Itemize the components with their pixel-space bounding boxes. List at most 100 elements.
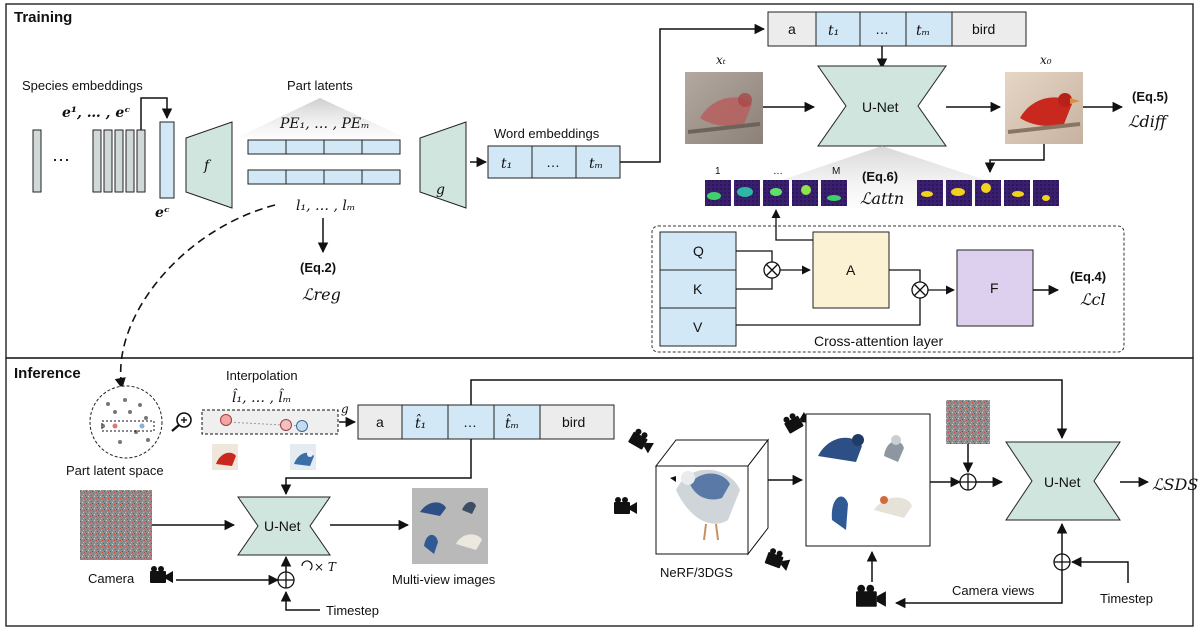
species-embeddings-label: Species embeddings xyxy=(22,78,143,93)
inf-token-bird: bird xyxy=(562,414,585,430)
a-branch-line xyxy=(775,232,813,241)
circle-times-icon xyxy=(763,261,781,279)
x0-label: x₀ xyxy=(1040,53,1052,67)
species-selected-label: eᶜ xyxy=(155,205,170,221)
camera-label: Camera xyxy=(88,571,135,586)
cross-attention-frame xyxy=(651,225,1125,353)
cross-attention-label: Cross-attention layer xyxy=(814,333,944,349)
camera-icon xyxy=(856,584,886,607)
diff-loss: ℒdiff xyxy=(1128,112,1169,131)
f-block xyxy=(956,249,1034,327)
prompt-token-t1: t₁ xyxy=(828,23,839,39)
g-label: g xyxy=(436,182,445,198)
xt-label: xₜ xyxy=(716,53,726,67)
inference-g-label: g xyxy=(341,402,349,416)
q-label: Q xyxy=(693,243,704,259)
noise-image-2 xyxy=(946,400,990,444)
training-title: Training xyxy=(14,9,72,26)
attn-label-dots: … xyxy=(773,166,783,177)
camera-icon xyxy=(783,411,810,434)
timestep-to-plus-arrow xyxy=(280,590,320,611)
select-arrow xyxy=(140,97,173,130)
interpolation-path xyxy=(225,421,303,427)
word-token-2: … xyxy=(546,154,560,170)
timestep-label: Timestep xyxy=(326,603,379,618)
inf-token-dots: … xyxy=(463,414,477,430)
attn-loss: ℒattn xyxy=(860,189,904,208)
inference-prompt: a t̂₁ … t̂ₘ bird xyxy=(357,404,615,440)
a-label: A xyxy=(846,262,856,278)
word-token-3: tₘ xyxy=(589,156,603,172)
g-decoder xyxy=(419,121,467,209)
diff-eq: (Eq.5) xyxy=(1132,89,1168,104)
word-to-prompt-arrow xyxy=(620,23,766,163)
inf-token-a: a xyxy=(376,414,384,430)
attn-label-1: 1 xyxy=(715,166,721,177)
f-encoder xyxy=(185,121,233,209)
nerf-label: NeRF/3DGS xyxy=(660,565,733,580)
training-unet-label: U-Net xyxy=(862,99,899,115)
inference-unet-label: U-Net xyxy=(264,518,301,534)
prompt-to-unet2-arrow xyxy=(470,379,1068,440)
views-camera-return-arrow xyxy=(894,570,1063,609)
cl-loss: ℒcl xyxy=(1080,290,1106,309)
attn-eq: (Eq.6) xyxy=(862,169,898,184)
prompt-token-bird: bird xyxy=(972,21,995,37)
circle-plus-icon xyxy=(277,571,295,589)
sds-unet-label: U-Net xyxy=(1044,474,1081,490)
pe-set: PE₁, … , PEₘ xyxy=(279,116,370,132)
q-to-mul-line xyxy=(736,250,773,262)
species-set: e¹, … , eᶜ xyxy=(62,105,130,121)
multiview-images xyxy=(412,488,488,564)
cl-eq: (Eq.4) xyxy=(1070,269,1106,284)
camera-icon xyxy=(614,497,637,514)
training-prompt: a t₁ … tₘ bird xyxy=(767,11,1027,47)
prompt-token-tm: tₘ xyxy=(916,23,930,39)
interp-mid-point xyxy=(280,419,292,431)
sds-unet xyxy=(1005,441,1121,521)
prompt-token-a: a xyxy=(788,21,796,37)
x0-to-attn-arrow xyxy=(984,144,1045,174)
sds-loss: ℒSDS xyxy=(1152,475,1198,494)
camera-icon xyxy=(150,566,173,583)
circle-times-icon xyxy=(911,281,929,299)
prompt-to-unet1-arrow xyxy=(280,439,472,496)
f-label: f xyxy=(203,158,212,174)
clean-cardinal-image xyxy=(1005,72,1083,144)
circle-plus-icon xyxy=(959,473,977,491)
inference-title: Inference xyxy=(14,365,81,382)
camera-icon xyxy=(628,428,654,454)
reg-eq: (Eq.2) xyxy=(300,260,336,275)
v-to-mul2-line xyxy=(736,298,921,326)
camera-icon xyxy=(764,548,791,571)
camera-views-label: Camera views xyxy=(952,583,1035,598)
a-to-mul2-line xyxy=(889,269,921,282)
zoom-icon xyxy=(171,412,192,432)
word-token-1: t₁ xyxy=(501,156,512,172)
attention-map-labels: 1 … M xyxy=(715,166,840,177)
reg-loss: ℒreg xyxy=(302,285,341,304)
timestep2-to-plus-arrow xyxy=(1070,556,1129,583)
k-label: K xyxy=(693,281,703,297)
a-block xyxy=(812,231,890,309)
species-selected-bar xyxy=(159,121,175,199)
noise-image xyxy=(80,490,152,560)
part-latents-label: Part latents xyxy=(287,78,353,93)
attention-maps-pred xyxy=(705,180,847,206)
interp-set: l̂₁, … , l̂ₘ xyxy=(232,388,291,406)
multiview-label: Multi-view images xyxy=(392,572,496,587)
v-label: V xyxy=(693,319,703,335)
inference-unet xyxy=(237,496,331,556)
part-latent-space-label: Part latent space xyxy=(66,463,164,478)
part-latent-row-2 xyxy=(247,169,401,185)
qkv-block: Q K V xyxy=(659,231,737,347)
attn-label-m: M xyxy=(832,166,840,177)
l-set: l₁, … , lₘ xyxy=(296,198,355,214)
part-latents-fan xyxy=(236,98,406,138)
attention-maps-target xyxy=(917,180,1059,206)
circle-plus-icon xyxy=(1053,553,1071,571)
word-embeddings-label: Word embeddings xyxy=(494,126,600,141)
inf-token-t1: t̂₁ xyxy=(415,413,426,432)
interp-start-point xyxy=(220,414,232,426)
